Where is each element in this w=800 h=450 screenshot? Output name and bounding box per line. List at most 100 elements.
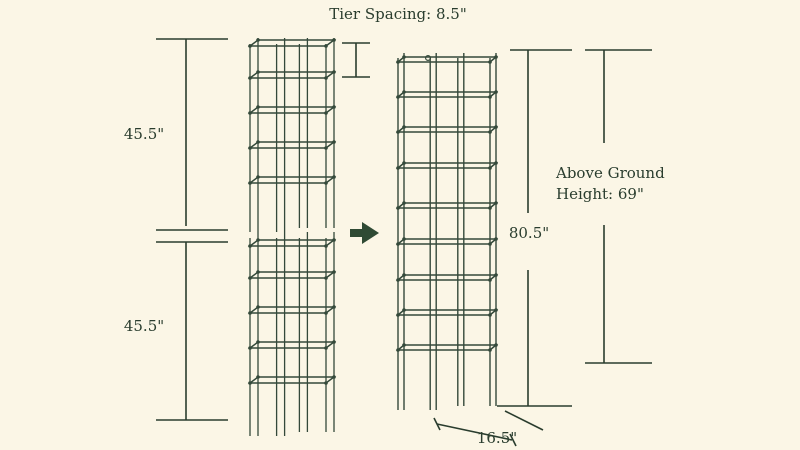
ring-joint <box>248 181 252 185</box>
ring-joint <box>488 348 492 352</box>
ring-joint <box>332 38 336 42</box>
ring-joint <box>256 305 260 309</box>
ring-joint <box>332 140 336 144</box>
cage-ring <box>247 239 337 247</box>
ring-joint <box>402 201 406 205</box>
ring-joint <box>332 375 336 379</box>
ring-joint <box>256 175 260 179</box>
ring-joint <box>256 38 260 42</box>
ring-joint <box>324 311 328 315</box>
ring-joint <box>396 95 400 99</box>
tier-spacing-label: Tier Spacing: 8.5" <box>329 5 466 23</box>
ring-joint <box>488 206 492 210</box>
ring-joint <box>488 242 492 246</box>
ring-joint <box>494 125 498 129</box>
ring-joint <box>494 343 498 347</box>
ring-joint <box>488 95 492 99</box>
ring-joint <box>494 161 498 165</box>
ring-joint <box>396 242 400 246</box>
upper-cage-section <box>247 38 337 232</box>
ring-joint <box>256 340 260 344</box>
ring-joint <box>324 381 328 385</box>
ring-joint <box>324 76 328 80</box>
right-dimension-lines <box>497 49 652 407</box>
ring-joint <box>256 140 260 144</box>
ring-joint <box>332 70 336 74</box>
cage-ring <box>247 341 337 349</box>
ring-joint <box>396 313 400 317</box>
ring-joint <box>332 175 336 179</box>
ring-joint <box>324 44 328 48</box>
cage-ring <box>247 141 337 149</box>
ring-joint <box>324 244 328 248</box>
ring-joint <box>324 276 328 280</box>
ring-joint <box>248 346 252 350</box>
ring-joint <box>402 343 406 347</box>
ring-joint <box>488 130 492 134</box>
lower-cage-section <box>247 232 337 436</box>
ring-joint <box>324 346 328 350</box>
width-label: 16.5" <box>477 429 517 447</box>
ring-joint <box>324 111 328 115</box>
cage-ring <box>395 56 499 63</box>
ring-joint <box>494 273 498 277</box>
total-height-label: 80.5" <box>509 224 549 242</box>
ring-joint <box>332 340 336 344</box>
ring-joint <box>256 70 260 74</box>
ring-joint <box>402 273 406 277</box>
cage-ring <box>395 344 499 351</box>
cage-ring <box>247 106 337 114</box>
ring-joint <box>396 206 400 210</box>
ring-joint <box>332 105 336 109</box>
cage-ring <box>395 91 499 98</box>
ring-joint <box>402 237 406 241</box>
ring-joint <box>396 348 400 352</box>
ring-joint <box>402 90 406 94</box>
cage-ring <box>395 126 499 133</box>
ring-joint <box>332 305 336 309</box>
cage-ring <box>247 176 337 184</box>
ring-joint <box>396 166 400 170</box>
ring-joint <box>248 44 252 48</box>
upper-section-height: 45.5" <box>124 125 164 143</box>
ring-joint <box>488 313 492 317</box>
ring-joint <box>256 238 260 242</box>
ring-joint <box>332 270 336 274</box>
left-dimension-lines <box>156 38 228 421</box>
cage-ring <box>247 71 337 79</box>
ring-joint <box>488 166 492 170</box>
cage-ring <box>395 309 499 316</box>
ring-joint <box>402 125 406 129</box>
ring-joint <box>396 130 400 134</box>
ring-joint <box>248 244 252 248</box>
ring-joint <box>256 270 260 274</box>
arrow-right-icon <box>350 222 379 244</box>
cage-ring <box>395 238 499 245</box>
ring-joint <box>256 375 260 379</box>
ring-joint <box>402 161 406 165</box>
ring-joint <box>488 278 492 282</box>
cage-ring <box>247 271 337 279</box>
width-dimension-line <box>433 410 544 447</box>
cage-ring <box>247 39 337 47</box>
ring-joint <box>488 60 492 64</box>
ring-joint <box>402 308 406 312</box>
ring-joint <box>396 278 400 282</box>
cage-tag <box>425 54 432 61</box>
above-ground-label-line2: Height: 69" <box>556 185 644 203</box>
cage-ring <box>395 202 499 209</box>
above-ground-label-line1: Above Ground <box>555 164 665 182</box>
ring-joint <box>248 111 252 115</box>
ring-joint <box>332 238 336 242</box>
ring-joint <box>494 237 498 241</box>
cage-ring <box>247 306 337 314</box>
ring-joint <box>494 55 498 59</box>
ring-joint <box>324 181 328 185</box>
ring-joint <box>248 381 252 385</box>
ring-joint <box>248 311 252 315</box>
ring-joint <box>494 201 498 205</box>
tier-spacing-bracket <box>342 42 370 78</box>
cage-ring <box>247 376 337 384</box>
assembled-cage <box>395 53 499 410</box>
